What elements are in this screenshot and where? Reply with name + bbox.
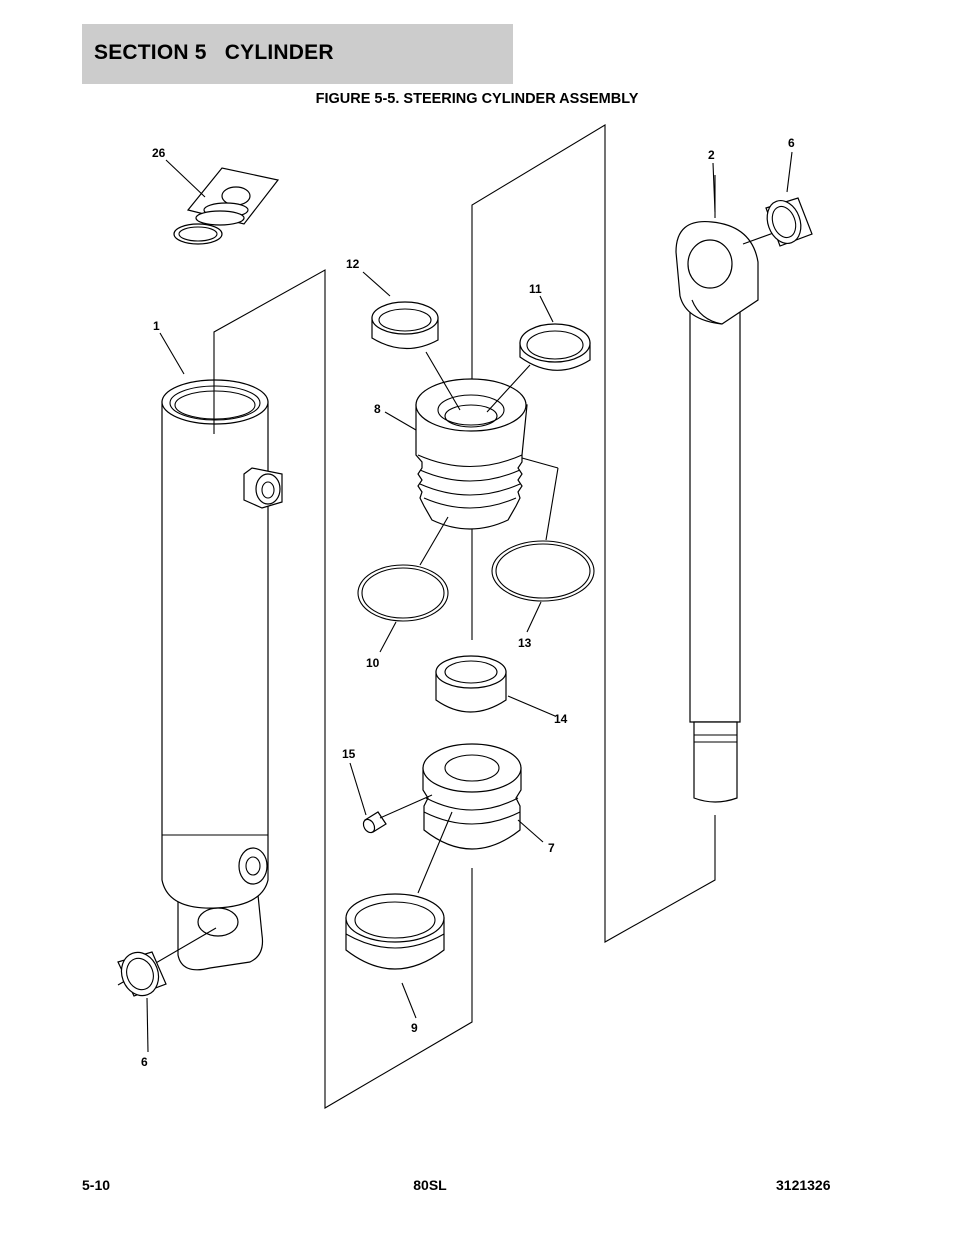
rod-seal [519, 323, 591, 371]
callout-7: 7 [548, 841, 555, 855]
piston [422, 743, 522, 850]
section-header: SECTION 5 CYLINDER [82, 24, 513, 84]
bushing-bottom [117, 951, 167, 997]
footer-page-number: 5-10 [82, 1177, 111, 1193]
projection-panel-center [471, 124, 716, 943]
bushing-top [765, 197, 813, 247]
seal-kit [173, 167, 280, 245]
cylinder-head [415, 378, 528, 530]
footer-doc-number: 3121326 [776, 1177, 831, 1193]
callout-11: 11 [529, 282, 542, 296]
callout-26: 26 [152, 146, 166, 160]
callout-8: 8 [374, 402, 381, 416]
callout-1: 1 [153, 319, 160, 333]
set-screw-centerline [379, 794, 433, 819]
callout-6-bottom: 6 [141, 1055, 148, 1069]
footer-model: 80SL [413, 1177, 447, 1193]
callout-10: 10 [366, 656, 380, 670]
callout-6-top: 6 [788, 136, 795, 150]
piston-seal [345, 893, 445, 970]
callout-15: 15 [342, 747, 356, 761]
callout-2: 2 [708, 148, 715, 162]
callout-13: 13 [518, 636, 532, 650]
callout-9: 9 [411, 1021, 418, 1035]
cylinder-barrel [161, 379, 283, 971]
section-title: SECTION 5 CYLINDER [94, 41, 334, 64]
figure-title: FIGURE 5-5. STEERING CYLINDER ASSEMBLY [315, 91, 639, 107]
callout-12: 12 [346, 257, 360, 271]
piston-rod [675, 220, 759, 803]
o-ring-13 [491, 540, 595, 602]
callout-14: 14 [554, 712, 568, 726]
o-ring-10 [357, 564, 449, 622]
set-screw [362, 811, 387, 834]
spacer [435, 655, 507, 713]
wiper-seal [371, 301, 439, 350]
leader-lines [146, 151, 793, 1053]
projection-panel-left [213, 269, 473, 1109]
